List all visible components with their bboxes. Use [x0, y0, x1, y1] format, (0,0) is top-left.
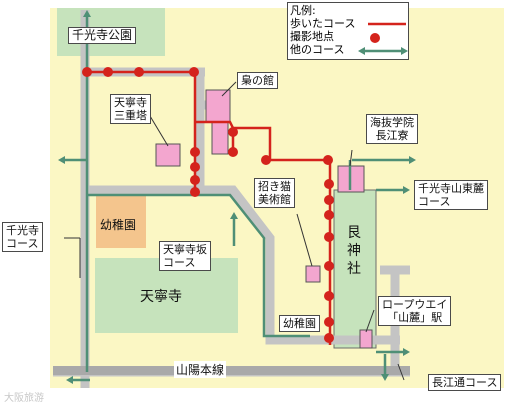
kindergarten-west-area — [96, 196, 146, 248]
kindergarten-west-label: 幼稚園 — [100, 218, 137, 232]
photo-spot[interactable] — [261, 155, 271, 165]
kaibatsu-label-line1: 海抜学院 — [370, 116, 414, 129]
pagoda-label-line2: 三重塔 — [114, 109, 147, 122]
pagoda-label-line1: 天寧寺 — [114, 96, 147, 109]
shrine-grounds — [333, 189, 377, 349]
kaibatsu-label-line2: 長江寮 — [375, 129, 409, 142]
photo-spot[interactable] — [134, 67, 144, 77]
railway-line — [53, 366, 410, 375]
fukuro-building — [205, 89, 231, 123]
photo-spot[interactable] — [82, 67, 92, 77]
kaibatsu-label: 海抜学院 長江寮 — [366, 114, 418, 144]
manekineko-building — [305, 265, 321, 283]
course-arrowheads — [58, 10, 416, 384]
shrine-char-2: 神 — [347, 243, 361, 259]
fukuro-building-2 — [211, 121, 229, 155]
photo-spot[interactable] — [324, 333, 334, 343]
photo-spot[interactable] — [190, 162, 200, 172]
tenneiji-saka-line2: コース — [163, 256, 196, 269]
manekineko-label: 招き猫 美術館 — [254, 178, 295, 208]
sanroku-course-label[interactable]: 千光寺山東麓 コース — [414, 180, 488, 210]
photo-spot[interactable] — [103, 67, 113, 77]
manekineko-label-line1: 招き猫 — [258, 180, 291, 193]
pagoda-label: 天寧寺 三重塔 — [110, 94, 151, 124]
legend-photo-label: 撮影地点 — [290, 30, 334, 43]
photo-spot[interactable] — [190, 147, 200, 157]
legend-title: 凡例: — [290, 4, 316, 17]
fukuro-label: 梟の館 — [237, 72, 278, 89]
legend-other-label: 他のコース — [290, 43, 345, 56]
photo-spot[interactable] — [324, 179, 334, 189]
photo-spot[interactable] — [228, 127, 238, 137]
callout-lines — [64, 81, 405, 381]
manekineko-label-line2: 美術館 — [258, 193, 291, 206]
photo-spot[interactable] — [228, 147, 238, 157]
photo-spot[interactable] — [324, 291, 334, 301]
photo-spot[interactable] — [323, 155, 333, 165]
senkoji-course-line2: コース — [6, 237, 39, 250]
photo-spot[interactable] — [189, 67, 199, 77]
photo-spots — [82, 67, 334, 343]
sanroku-course-line2: コース — [418, 195, 451, 208]
pagoda-building — [155, 143, 181, 167]
photo-spot[interactable] — [324, 210, 334, 220]
senkoji-course-label[interactable]: 千光寺 コース — [2, 222, 43, 252]
kindergarten-east-label: 幼稚園 — [279, 315, 320, 332]
watermark: 大阪旅游 — [4, 393, 44, 404]
shrine-label: 艮 神 社 — [346, 224, 362, 278]
tenneiji-saka-line1: 天寧寺坂 — [163, 243, 207, 256]
photo-spot[interactable] — [190, 187, 200, 197]
senkoji-park-label: 千光寺公園 — [68, 27, 137, 44]
ropeway-building — [359, 329, 373, 349]
sanroku-course-line1: 千光寺山東麓 — [418, 182, 484, 195]
legend: 凡例: 歩いたコース 撮影地点 他のコース — [287, 2, 409, 60]
nagaedori-course-label[interactable]: 長江通コース — [428, 374, 502, 391]
photo-spot[interactable] — [324, 232, 334, 242]
tenneiji-saka-label[interactable]: 天寧寺坂 コース — [159, 241, 211, 271]
photo-spot[interactable] — [190, 175, 200, 185]
ropeway-label: ロープウエイ 「山麓」駅 — [378, 296, 452, 326]
shrine-char-1: 艮 — [347, 225, 361, 241]
legend-walked-label: 歩いたコース — [290, 17, 356, 30]
sanyo-line-label: 山陽本線 — [174, 361, 227, 378]
tenneiji-label: 天寧寺 — [140, 289, 182, 305]
legend-symbols — [358, 22, 408, 55]
photo-spot[interactable] — [324, 261, 334, 271]
shrine-char-3: 社 — [347, 261, 361, 277]
photo-spot[interactable] — [324, 195, 334, 205]
senkoji-course-line1: 千光寺 — [6, 224, 39, 237]
ropeway-line1: ロープウエイ — [382, 298, 448, 311]
photo-spot[interactable] — [324, 317, 334, 327]
ropeway-line2: 「山麓」駅 — [387, 311, 443, 324]
